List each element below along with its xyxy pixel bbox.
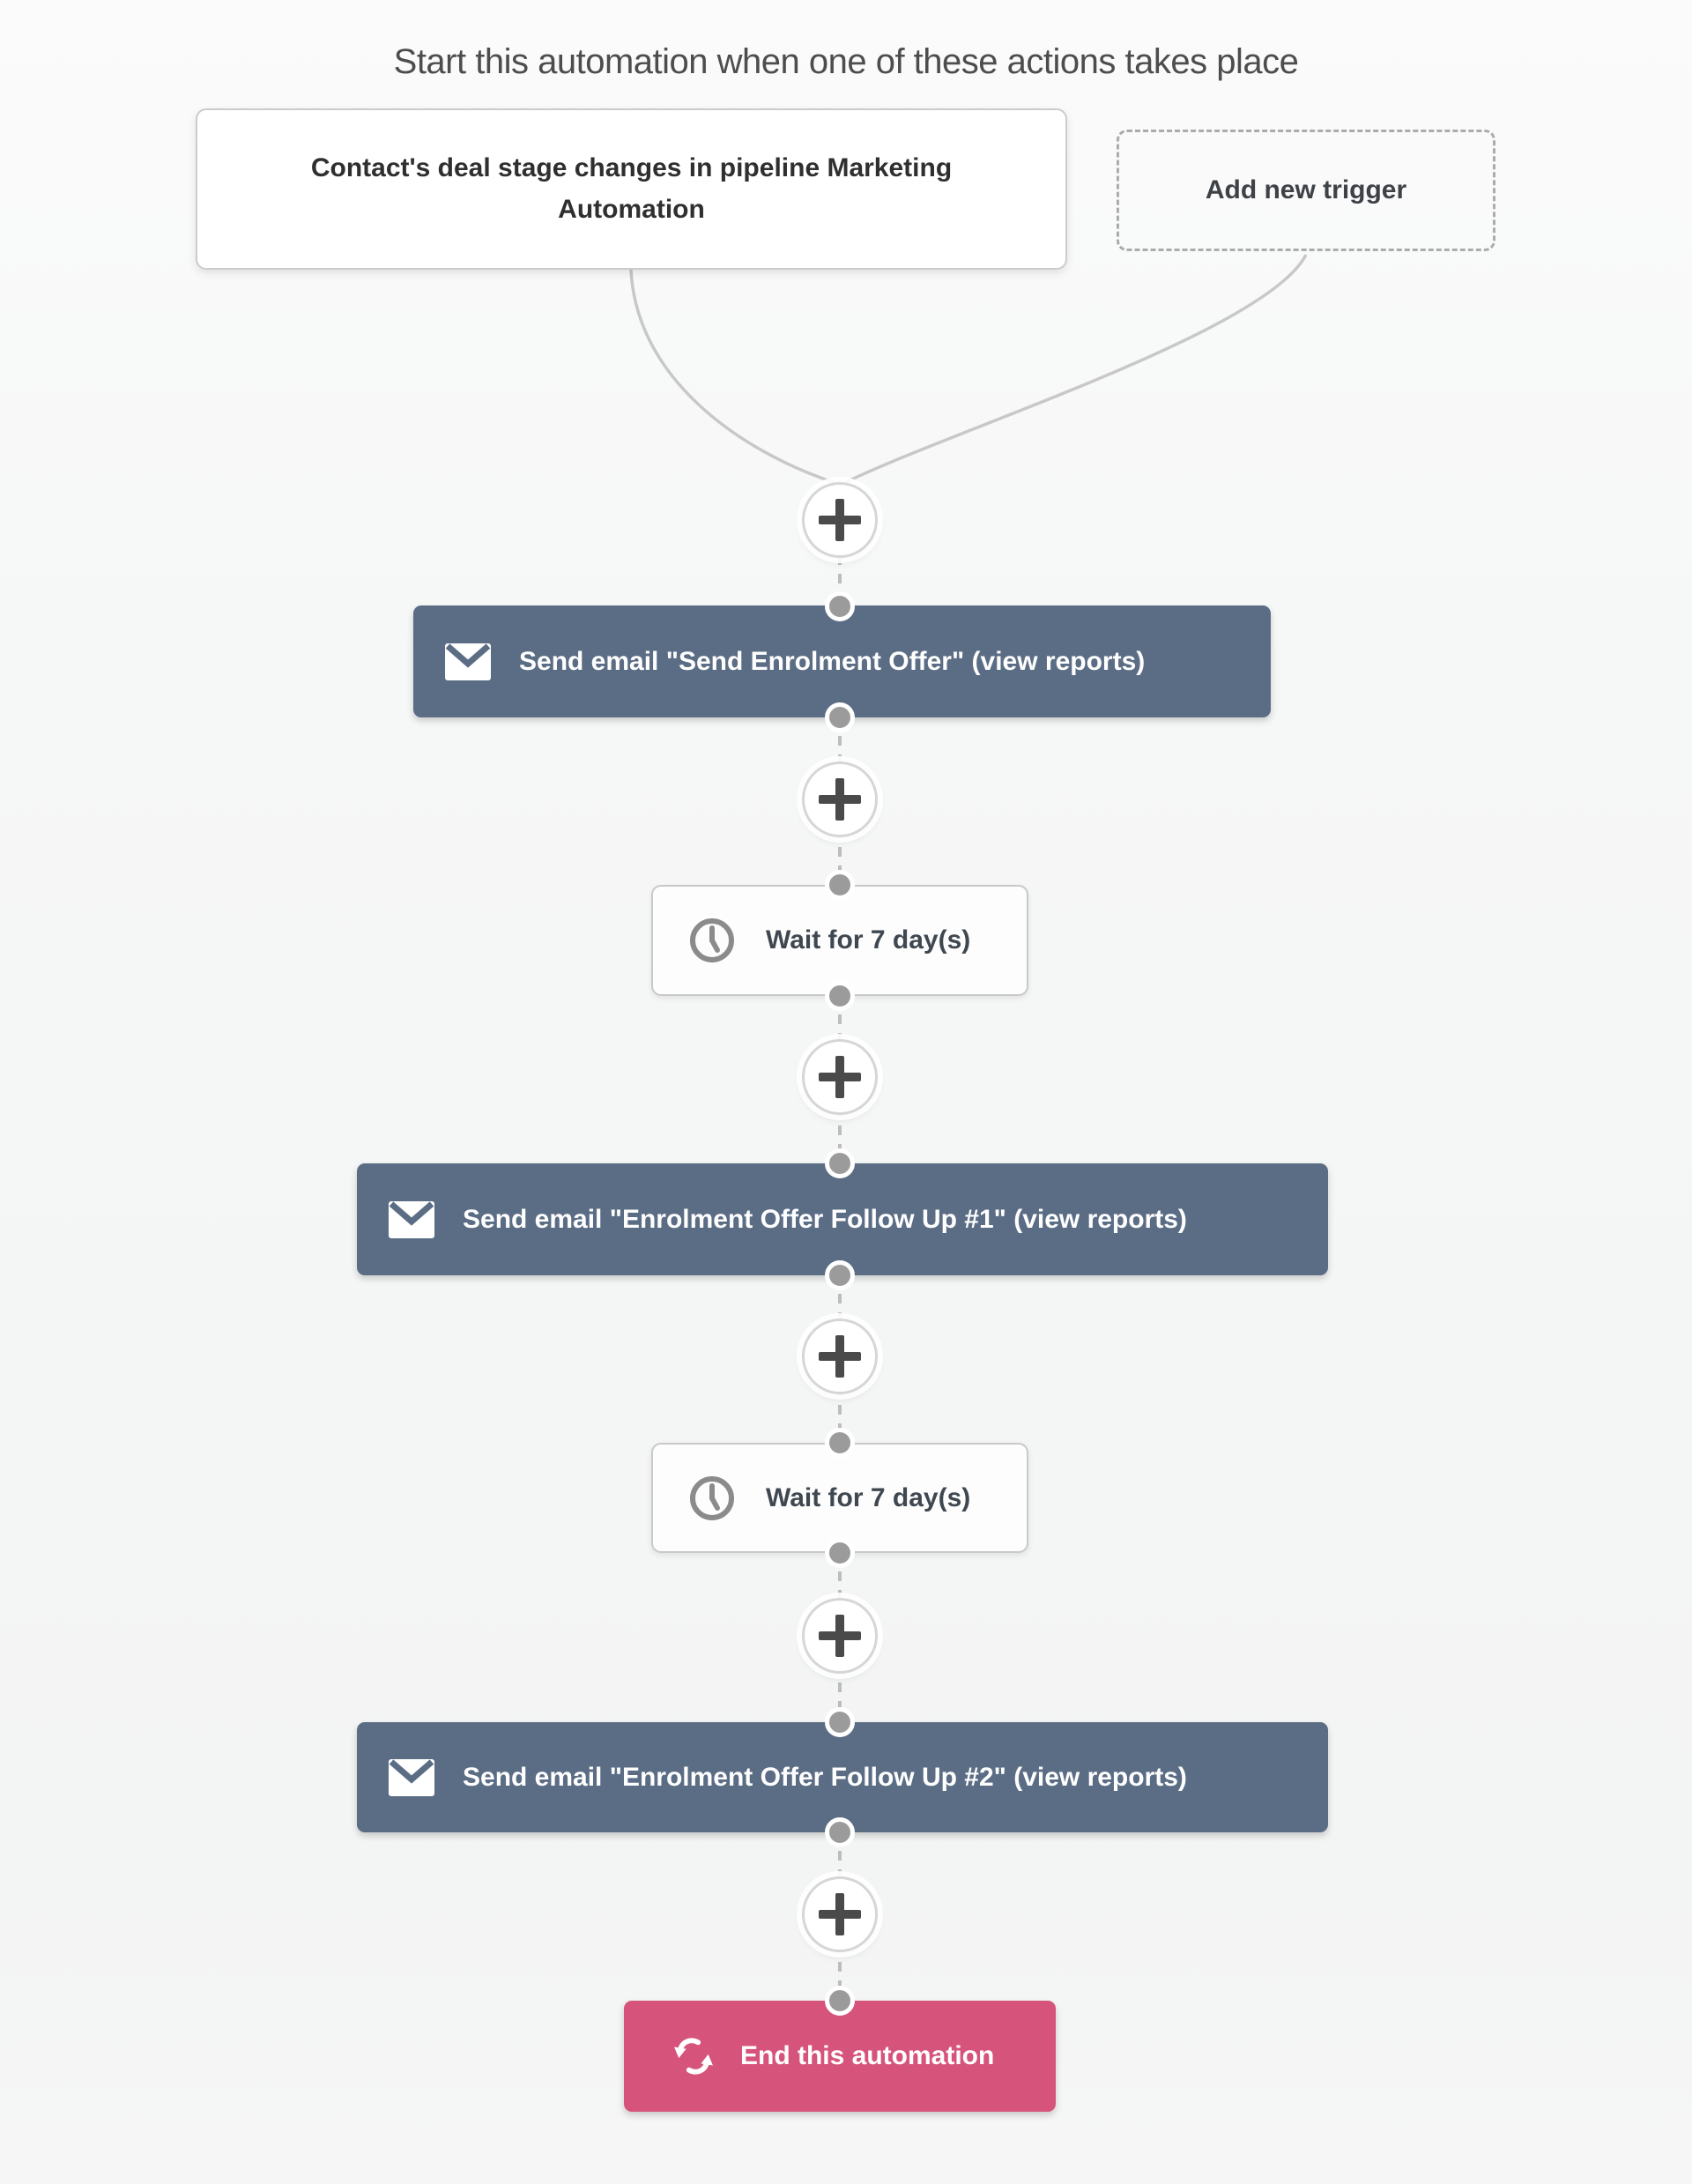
connection-point-dot bbox=[825, 1707, 855, 1737]
step-label: End this automation bbox=[740, 2041, 995, 2070]
page-title: Start this automation when one of these … bbox=[393, 42, 1299, 81]
add-step-button[interactable] bbox=[802, 1319, 878, 1394]
connection-point-dot bbox=[825, 1428, 855, 1458]
clock-icon bbox=[690, 918, 734, 962]
trigger-card[interactable]: Contact's deal stage changes in pipeline… bbox=[196, 108, 1067, 270]
connection-point-dot bbox=[825, 1538, 855, 1568]
step-label: Send email "Send Enrolment Offer" (view … bbox=[519, 646, 1146, 676]
step-label: Wait for 7 day(s) bbox=[766, 1482, 971, 1512]
step-send-email-3[interactable]: Send email "Enrolment Offer Follow Up #2… bbox=[357, 1722, 1328, 1832]
envelope-icon bbox=[445, 643, 491, 680]
step-wait-2[interactable]: Wait for 7 day(s) bbox=[651, 1443, 1028, 1553]
envelope-icon bbox=[389, 1200, 434, 1238]
add-new-trigger-button[interactable]: Add new trigger bbox=[1117, 130, 1495, 251]
add-step-button[interactable] bbox=[802, 1876, 878, 1952]
envelope-icon bbox=[389, 1758, 434, 1796]
clock-icon bbox=[690, 1475, 734, 1520]
connection-point-dot bbox=[825, 1817, 855, 1847]
add-step-button[interactable] bbox=[802, 482, 878, 558]
connection-point-dot bbox=[825, 1260, 855, 1290]
step-send-email-2[interactable]: Send email "Enrolment Offer Follow Up #1… bbox=[357, 1163, 1328, 1275]
step-wait-1[interactable]: Wait for 7 day(s) bbox=[651, 885, 1028, 996]
cycle-icon bbox=[674, 2038, 713, 2075]
connection-point-dot bbox=[825, 981, 855, 1011]
add-step-button[interactable] bbox=[802, 761, 878, 837]
connection-point-dot bbox=[825, 870, 855, 900]
connection-point-dot bbox=[825, 1148, 855, 1178]
add-step-button[interactable] bbox=[802, 1039, 878, 1115]
step-end-automation[interactable]: End this automation bbox=[624, 2001, 1056, 2112]
connector-dashed-line bbox=[838, 555, 842, 608]
step-label: Send email "Enrolment Offer Follow Up #2… bbox=[463, 1762, 1187, 1792]
connection-point-dot bbox=[825, 1986, 855, 2016]
add-step-button[interactable] bbox=[802, 1598, 878, 1674]
trigger-label: Contact's deal stage changes in pipeline… bbox=[310, 153, 953, 224]
step-send-email-1[interactable]: Send email "Send Enrolment Offer" (view … bbox=[413, 605, 1271, 717]
step-label: Wait for 7 day(s) bbox=[766, 925, 971, 955]
connection-point-dot bbox=[825, 702, 855, 732]
connection-point-dot bbox=[825, 591, 855, 621]
add-new-trigger-label: Add new trigger bbox=[1205, 175, 1407, 204]
step-label: Send email "Enrolment Offer Follow Up #1… bbox=[463, 1204, 1187, 1234]
